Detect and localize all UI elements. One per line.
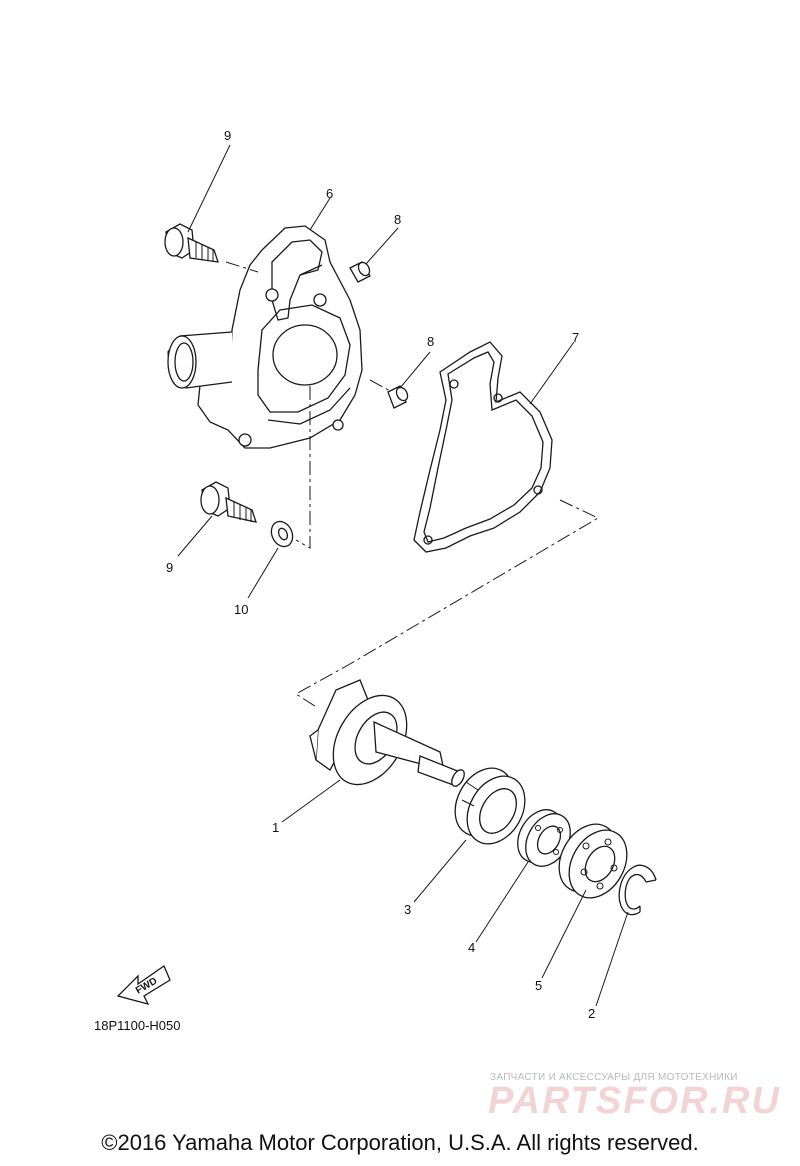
dowel-pin-lower: [387, 385, 409, 409]
assembly-lines: [225, 261, 600, 709]
oil-seal: [454, 767, 526, 845]
washer: [270, 520, 294, 548]
flange-bolt-lower: [200, 481, 257, 523]
dowel-pin-top: [349, 261, 371, 283]
leader-lines: [177, 144, 629, 1007]
callout-5: 5: [535, 978, 542, 993]
watermark-tagline: ЗАПЧАСТИ И АКСЕССУАРЫ ДЛЯ МОТОТЕХНИКИ: [490, 1072, 738, 1083]
callout-6: 6: [326, 186, 333, 201]
impeller-shaft: [309, 679, 465, 787]
callout-1: 1: [272, 820, 279, 835]
callout-4: 4: [468, 940, 475, 955]
callout-9-lower: 9: [166, 560, 173, 575]
flange-bolt-top: [164, 223, 219, 263]
bearing-large: [558, 823, 628, 899]
copyright-notice: ©2016 Yamaha Motor Corporation, U.S.A. A…: [101, 1130, 699, 1155]
diagram-reference-code: 18P1100-H050: [94, 1018, 181, 1033]
callout-10: 10: [234, 602, 248, 617]
pump-cover-housing: [167, 225, 363, 449]
bearing-small: [517, 809, 571, 867]
callout-3: 3: [404, 902, 411, 917]
gasket: [413, 341, 553, 553]
callout-numbers: 1 2 3 4 5 6 7 8 8 9 9 10: [166, 128, 595, 1021]
watermark-logo: PARTSFOR.RU: [488, 1080, 781, 1122]
callout-8-top: 8: [394, 212, 401, 227]
callout-7: 7: [572, 330, 579, 345]
fwd-arrow-icon: FWD: [116, 965, 171, 1005]
callout-8-lower: 8: [427, 334, 434, 349]
callout-9-top: 9: [224, 128, 231, 143]
circlip: [618, 864, 657, 916]
callout-2: 2: [588, 1006, 595, 1021]
